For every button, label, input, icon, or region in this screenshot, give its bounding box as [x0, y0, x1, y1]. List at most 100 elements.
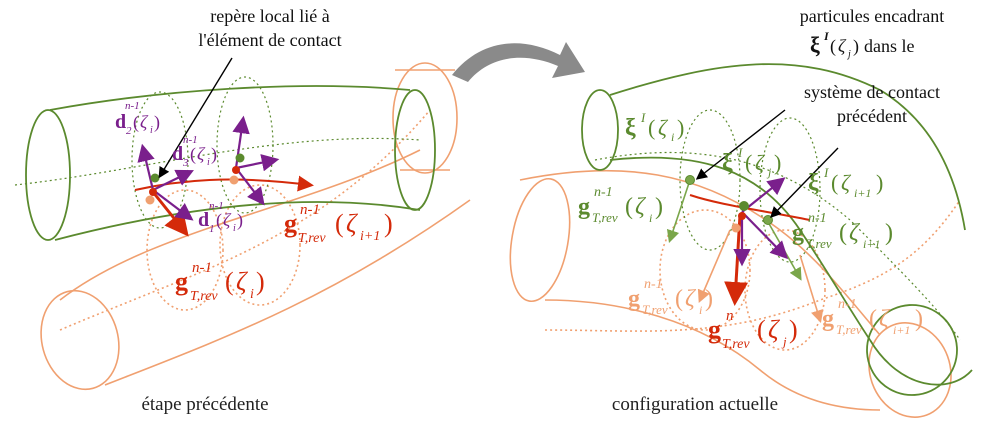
svg-text:g: g [708, 315, 721, 344]
svg-text:(: ( [830, 36, 836, 57]
svg-text:(: ( [745, 150, 752, 175]
label-xi-j: ξ I ( ζ j ) [722, 145, 781, 179]
svg-text:): ) [655, 194, 663, 220]
svg-text:(: ( [190, 144, 196, 165]
left-orange-tube [40, 62, 471, 391]
svg-text:): ) [853, 36, 859, 57]
svg-text:i: i [150, 125, 153, 136]
label-d1: d 1 n-1 ( ζ i ) [198, 200, 243, 235]
svg-text:ζ: ζ [841, 170, 852, 195]
svg-text:n-1: n-1 [209, 200, 224, 212]
svg-text:d: d [172, 143, 183, 165]
svg-text:n-1: n-1 [183, 134, 198, 146]
left-note-line2: l'élément de contact [198, 30, 341, 50]
svg-text:): ) [774, 150, 781, 175]
svg-text:j: j [846, 49, 851, 60]
svg-text:3: 3 [182, 157, 189, 169]
svg-text:ζ: ζ [140, 112, 149, 132]
svg-text:(: ( [335, 209, 344, 238]
svg-text:I: I [640, 110, 646, 125]
caption-left: étape précédente [141, 394, 268, 415]
right-orange-tube [509, 169, 961, 418]
svg-text:i+1: i+1 [854, 186, 871, 200]
label-d3: d 3 n-1 ( ζ i ) [172, 134, 217, 169]
svg-text:d: d [198, 209, 209, 231]
svg-text:n-1: n-1 [808, 211, 827, 226]
svg-text:): ) [876, 170, 883, 195]
svg-text:n-1: n-1 [838, 297, 857, 312]
right-note-line3: système de contact [804, 82, 940, 102]
label-d2: d 2 n-1 ( ζ i ) [115, 100, 160, 137]
svg-text:): ) [154, 112, 160, 133]
svg-text:ζ: ζ [879, 306, 891, 332]
svg-text:): ) [789, 315, 798, 344]
label-g-left-i: g n-1 T,rev ( ζ i ) [175, 260, 265, 304]
svg-text:(: ( [675, 286, 683, 312]
svg-text:2: 2 [126, 125, 132, 137]
transition-arrow [452, 42, 585, 82]
svg-text:I: I [823, 165, 829, 180]
svg-text:1: 1 [209, 223, 215, 235]
right-note-line4: précédent [837, 106, 907, 126]
label-g-orange-i: g n-1 T,rev ( ζ i ) [628, 277, 713, 317]
right-green-tube [581, 63, 973, 396]
svg-text:): ) [915, 306, 923, 332]
svg-text:): ) [885, 220, 893, 246]
svg-text:d: d [115, 111, 126, 133]
label-g-green-i1: g n-1 T,rev ( ζ i+1 ) [792, 211, 893, 251]
svg-text:j: j [766, 165, 772, 179]
svg-text:g: g [175, 267, 188, 296]
svg-text:I: I [737, 145, 743, 160]
svg-text:): ) [384, 209, 393, 238]
svg-text:ξ: ξ [810, 32, 820, 57]
svg-text:i: i [250, 287, 254, 302]
svg-text:): ) [705, 286, 713, 312]
svg-text:ζ: ζ [635, 194, 647, 220]
svg-text:g: g [628, 286, 640, 312]
label-g-left-i1: g n-1 T,rev ( ζ i+1 ) [284, 202, 393, 246]
caption-right: configuration actuelle [612, 394, 778, 415]
svg-text:ζ: ζ [223, 210, 232, 230]
svg-text:ζ: ζ [658, 115, 669, 140]
svg-text:g: g [822, 306, 834, 332]
svg-text:ξ: ξ [625, 115, 636, 141]
label-g-green-i: g n-1 T,rev ( ζ i ) [578, 185, 663, 225]
label-g-red-j: g n T,rev ( ζ j ) [708, 308, 798, 352]
svg-text:n-1: n-1 [125, 100, 140, 112]
right-note-line2: ξ I ( ζ j ) dans le [810, 29, 914, 60]
svg-text:T,rev: T,rev [806, 236, 832, 251]
svg-text:T,rev: T,rev [592, 210, 618, 225]
svg-text:dans le: dans le [864, 36, 914, 56]
svg-text:T,rev: T,rev [298, 231, 326, 246]
right-note-line1: particules encadrant [800, 6, 944, 26]
svg-text:T,rev: T,rev [722, 337, 750, 352]
svg-text:ζ: ζ [838, 36, 847, 56]
label-xi-i1: ξ I ( ζ i+1 ) [808, 165, 883, 200]
svg-text:ζ: ζ [685, 286, 697, 312]
label-xi-i: ξ I ( ζ i ) [625, 110, 684, 144]
svg-text:T,rev: T,rev [190, 289, 218, 304]
svg-text:(: ( [648, 115, 655, 140]
svg-text:i: i [207, 157, 210, 168]
svg-text:ζ: ζ [755, 150, 766, 175]
svg-text:n-1: n-1 [594, 185, 613, 200]
svg-text:g: g [792, 220, 804, 246]
svg-text:g: g [578, 194, 590, 220]
svg-text:(: ( [225, 267, 234, 296]
left-green-tube [14, 76, 436, 241]
svg-text:(: ( [831, 170, 838, 195]
label-g-orange-i1: g n-1 T,rev ( ζ i+1 ) [822, 297, 923, 337]
svg-text:(: ( [133, 112, 139, 133]
svg-text:n-1: n-1 [300, 202, 320, 218]
svg-text:ζ: ζ [768, 315, 780, 344]
svg-text:): ) [256, 267, 265, 296]
svg-text:n: n [726, 308, 734, 324]
svg-text:j: j [781, 334, 787, 349]
svg-text:i: i [699, 303, 702, 317]
svg-text:i+1: i+1 [893, 323, 910, 337]
svg-text:(: ( [216, 210, 222, 231]
svg-text:ζ: ζ [236, 267, 248, 296]
left-vectors [134, 57, 314, 237]
svg-text:ξ: ξ [722, 150, 733, 176]
